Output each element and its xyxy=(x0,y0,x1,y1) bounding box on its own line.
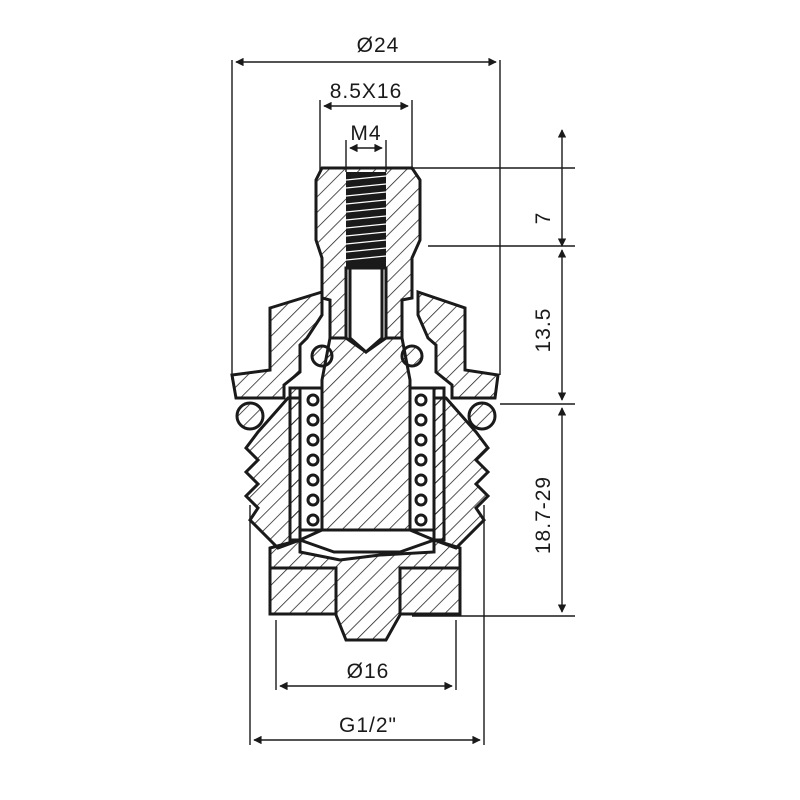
inner-wall-right xyxy=(432,386,446,542)
base-foot-right xyxy=(398,566,462,616)
cam-disc xyxy=(295,528,439,554)
base-foot-left xyxy=(268,566,338,616)
spring-left xyxy=(306,393,320,527)
spindle-body xyxy=(320,336,412,532)
inner-wall-left xyxy=(288,386,302,542)
label-middle-height: 13.5 xyxy=(532,308,555,353)
hex-nut-left xyxy=(230,289,324,400)
spindle-oring-left xyxy=(310,344,334,368)
label-upper-height: 7 xyxy=(532,212,555,225)
outer-oring-left xyxy=(235,401,265,431)
label-thread-m: M4 xyxy=(350,122,381,145)
dimension-lines xyxy=(231,57,575,745)
outer-oring-right xyxy=(467,401,497,431)
label-spindle-spline: 8.5X16 xyxy=(330,80,403,103)
drill-tip xyxy=(348,268,384,354)
label-nozzle-diameter: Ø16 xyxy=(347,660,390,683)
label-thread-range: 18.7-29 xyxy=(532,476,555,554)
spring-right xyxy=(414,393,428,527)
threaded-hole xyxy=(346,172,386,268)
spindle-oring-right xyxy=(400,344,424,368)
spring-channel-right xyxy=(408,386,436,532)
thread-lines xyxy=(345,175,387,261)
hex-nut-right xyxy=(416,289,500,400)
cartridge-body xyxy=(230,166,500,642)
label-pipe-thread: G1/2" xyxy=(339,714,397,737)
label-outer-diameter: Ø24 xyxy=(357,34,400,57)
